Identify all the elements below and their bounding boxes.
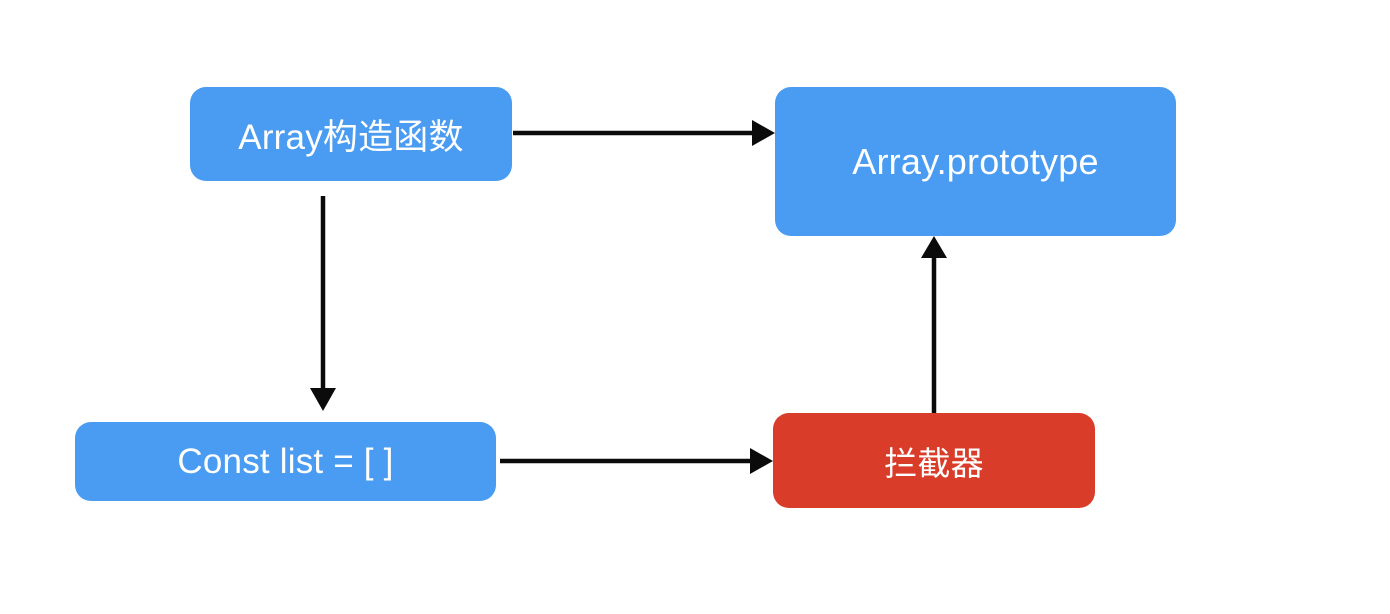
edge-constructor-to-prototype <box>513 120 775 146</box>
node-array-prototype[interactable]: Array.prototype <box>775 87 1176 236</box>
node-const-list-label: Const list = [ ] <box>177 441 394 481</box>
edge-constructor-to-const-list <box>310 196 336 411</box>
node-array-constructor-label: Array构造函数 <box>238 117 464 157</box>
edge-const-list-to-interceptor <box>500 448 773 474</box>
node-interceptor[interactable]: 拦截器 <box>773 413 1095 508</box>
edge-interceptor-to-prototype <box>921 236 947 414</box>
node-interceptor-label: 拦截器 <box>884 444 984 482</box>
node-array-prototype-label: Array.prototype <box>852 140 1099 182</box>
node-array-constructor[interactable]: Array构造函数 <box>190 87 512 181</box>
node-const-list[interactable]: Const list = [ ] <box>75 422 496 501</box>
